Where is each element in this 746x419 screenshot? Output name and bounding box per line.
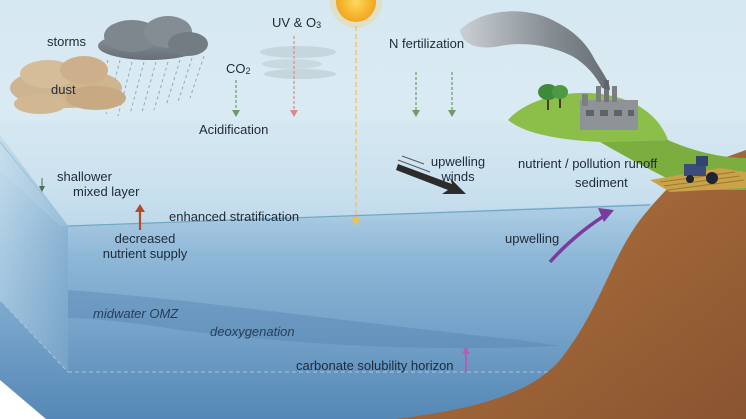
upwelling-arrow xyxy=(548,214,605,264)
label-upwelling: upwelling xyxy=(505,231,560,246)
label-co2-main: CO xyxy=(226,61,246,76)
tree-icon xyxy=(538,84,568,110)
label-midwater-omz: midwater OMZ xyxy=(93,306,179,321)
label-n-fertilization: N fertilization xyxy=(389,36,465,51)
storm-cloud-icon xyxy=(98,16,208,60)
label-decreased: decreased xyxy=(114,231,176,246)
tractor-icon xyxy=(684,156,718,184)
upwelling-arrowhead xyxy=(598,208,614,222)
carbonate-horizon-side-line xyxy=(0,299,69,373)
label-storms: storms xyxy=(47,34,86,49)
mixed-layer-side-line xyxy=(0,141,69,227)
label-deoxygenation: deoxygenation xyxy=(210,324,295,339)
page-corner xyxy=(0,380,46,419)
factory-icon xyxy=(580,80,638,130)
ocean-surface-layer xyxy=(0,120,746,226)
dust-cloud-icon xyxy=(10,56,126,114)
n-fertilization-arrowhead-2 xyxy=(448,110,456,117)
label-co2-sub: 2 xyxy=(245,66,251,76)
omz-band xyxy=(68,290,560,349)
uv-haze-cloud xyxy=(260,46,336,79)
uv-arrowhead xyxy=(290,110,298,117)
label-uv-o3-main: UV & O xyxy=(272,15,317,30)
label-acidification: Acidification xyxy=(199,122,269,137)
label-sediment: sediment xyxy=(575,175,628,190)
label-uv-o3: UV & O3 xyxy=(272,15,321,30)
label-upwelling-winds: upwelling winds xyxy=(418,154,498,184)
label-nutrient-supply: nutrient supply xyxy=(102,246,188,261)
carbonate-arrowhead xyxy=(462,346,470,354)
label-mixed-layer: mixed layer xyxy=(73,184,140,199)
label-shallower: shallower xyxy=(57,169,112,184)
mixed-layer-line xyxy=(67,204,651,227)
label-upwelling-winds-line1: upwelling xyxy=(430,154,486,169)
label-upwelling-winds-line2: winds xyxy=(441,169,475,184)
upwelling-winds-arrow xyxy=(396,155,466,194)
label-co2: CO2 xyxy=(226,61,251,76)
sunlight-arrowhead xyxy=(352,218,360,226)
label-enhanced-stratification: enhanced stratification xyxy=(169,209,300,224)
label-carbonate-solubility-horizon: carbonate solubility horizon xyxy=(296,358,454,373)
smoke-plume xyxy=(460,11,610,90)
mixed-layer-pointer-head xyxy=(39,186,45,192)
co2-arrowhead xyxy=(232,110,240,117)
label-dust: dust xyxy=(51,82,76,97)
sun-icon xyxy=(330,0,382,28)
label-uv-o3-sub: 3 xyxy=(316,20,322,30)
nutrient-supply-arrowhead xyxy=(135,204,145,212)
continental-slope xyxy=(395,150,746,419)
label-nutrient-runoff: nutrient / pollution runoff xyxy=(518,156,658,171)
ocean-side-face xyxy=(0,135,68,372)
label-decreased-nutrient-supply: decreased nutrient supply xyxy=(90,231,200,261)
field-rows xyxy=(659,171,745,191)
n-fertilization-arrowhead-1 xyxy=(412,110,420,117)
